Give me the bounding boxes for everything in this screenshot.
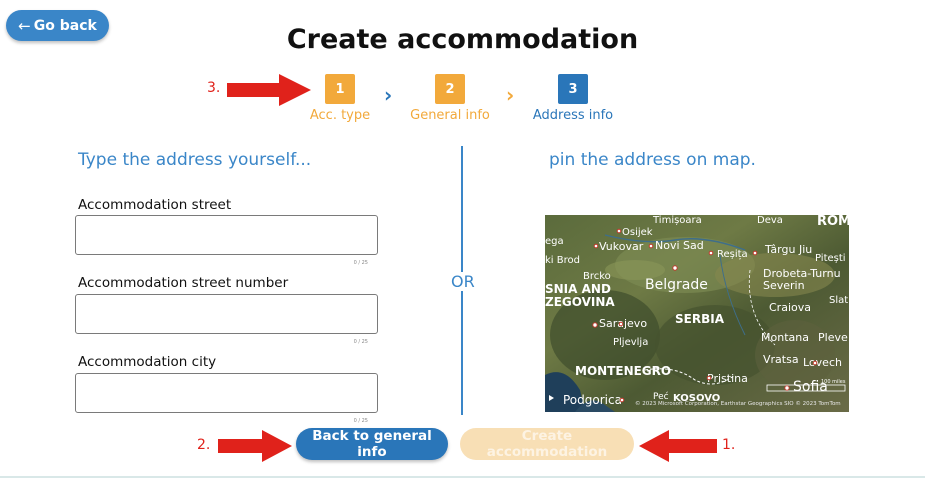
map-label-deva: Deva — [757, 215, 783, 226]
map-label-targu-jiu: Târgu Jiu — [764, 243, 812, 256]
street-number-label: Accommodation street number — [78, 275, 289, 291]
annotation-arrow-right-icon — [227, 74, 311, 106]
map-label-serbia: SERBIA — [675, 312, 725, 326]
go-back-label: Go back — [33, 17, 97, 34]
map-label-novi-sad: Novi Sad — [655, 239, 704, 252]
map-label-brod: ki Brod — [545, 255, 580, 266]
map-label-belgrade: Belgrade — [645, 277, 708, 293]
step-number-3: 3 — [558, 74, 588, 104]
step-number-2: 2 — [435, 74, 465, 104]
map-label-bosnia: SNIA AND — [545, 282, 611, 296]
step-address-info[interactable]: 3 Address info — [528, 74, 618, 123]
map-attribution: © 2023 Microsoft Corporation, Earthstar … — [635, 400, 841, 407]
map-scale-bar — [766, 384, 846, 392]
map-label-resita: Reșița — [717, 249, 748, 260]
street-char-counter: 0 / 25 — [353, 260, 368, 266]
back-to-general-info-button[interactable]: Back to general info — [296, 428, 448, 460]
map-label-pitesti: Pitești — [815, 253, 846, 264]
arrow-left-icon: ← — [18, 16, 31, 35]
annotation-marker-3: 3. — [207, 80, 221, 96]
chevron-right-icon: › — [384, 83, 393, 107]
or-separator: OR — [449, 272, 477, 291]
map-pin-title: pin the address on map. — [549, 150, 756, 170]
map-label-brcko: Brcko — [583, 271, 611, 282]
map-label-timisoara: Timișoara — [652, 215, 702, 226]
map-label-montana: Montana — [761, 331, 809, 344]
street-label: Accommodation street — [78, 197, 232, 213]
map-label-podgorica: Podgorica — [563, 393, 622, 407]
street-input[interactable] — [75, 215, 378, 255]
map-label-lovech: Lovech — [803, 356, 842, 369]
step-acc-type[interactable]: 1 Acc. type — [306, 74, 374, 123]
map-label-montenegro: MONTENEGRO — [575, 364, 671, 378]
street-number-char-counter: 0 / 25 — [353, 339, 368, 345]
map-view[interactable]: Timișoara Deva ROM Osijek ega Vukovar No… — [545, 215, 849, 412]
map-label-rom: ROM — [817, 215, 849, 229]
map-scale-label: 100 miles — [821, 379, 846, 385]
map-label-herzegovina: ZEGOVINA — [545, 295, 615, 309]
chevron-right-icon: › — [506, 83, 515, 107]
city-label: Accommodation city — [78, 354, 217, 370]
map-label-pec: Peć — [653, 391, 669, 402]
create-accommodation-button[interactable]: Create accommodation — [460, 428, 634, 460]
page-title: Create accommodation — [286, 24, 639, 55]
step-number-1: 1 — [325, 74, 355, 104]
map-label-pljevlja: Pljevlja — [613, 337, 648, 348]
city-input[interactable] — [75, 373, 378, 413]
map-label-pleve: Pleve — [818, 331, 848, 344]
step-general-info[interactable]: 2 General info — [406, 74, 494, 123]
annotation-arrow-right-icon — [218, 430, 292, 462]
annotation-marker-2: 2. — [197, 437, 211, 453]
map-label-kosovo: KOSOVO — [673, 393, 720, 404]
manual-address-title: Type the address yourself... — [78, 150, 312, 170]
map-label-osijek: Osijek — [622, 227, 653, 238]
city-char-counter: 0 / 25 — [353, 418, 368, 424]
annotation-marker-1: 1. — [722, 437, 736, 453]
annotation-arrow-left-icon — [639, 430, 717, 462]
map-label-severin: Severin — [763, 279, 805, 292]
step-label-3: Address info — [532, 108, 614, 123]
step-label-2: General info — [410, 108, 490, 123]
go-back-button[interactable]: ← Go back — [6, 10, 109, 41]
map-label-vukovar: Vukovar — [599, 240, 644, 253]
map-label-ega: ega — [545, 236, 564, 247]
street-number-input[interactable] — [75, 294, 378, 334]
step-label-1: Acc. type — [309, 108, 371, 123]
bing-logo-icon — [549, 395, 554, 401]
map-label-vratsa: Vratsa — [763, 353, 799, 366]
map-label-slat: Slat — [829, 295, 848, 306]
map-label-pristina: Pristina — [707, 372, 748, 385]
footer-divider — [0, 476, 925, 478]
satellite-map: Timișoara Deva ROM Osijek ega Vukovar No… — [545, 215, 849, 412]
map-label-craiova: Craiova — [769, 301, 811, 314]
map-label-drobeta: Drobeta-Turnu — [763, 267, 841, 280]
